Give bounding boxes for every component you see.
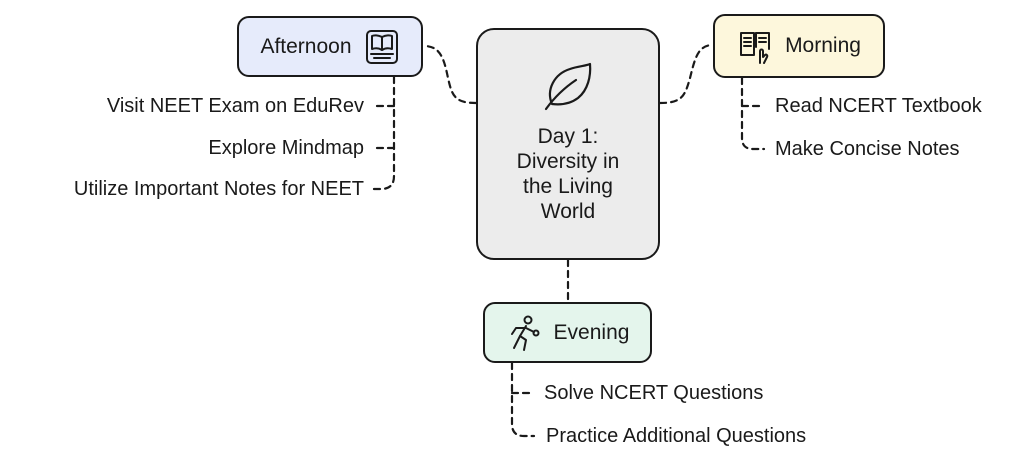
afternoon-item-2: Explore Mindmap [208, 137, 364, 159]
morning-label: Morning [785, 34, 861, 57]
center-title: Day 1: Diversity in the Living World [516, 125, 620, 223]
reading-icon [737, 27, 775, 65]
afternoon-label: Afternoon [260, 34, 352, 58]
evening-node: Evening [483, 302, 652, 363]
morning-item-1: Read NCERT Textbook [775, 95, 982, 117]
connector-morning-items [740, 76, 766, 151]
afternoon-node: Afternoon [237, 16, 423, 77]
evening-item-1: Solve NCERT Questions [544, 382, 764, 404]
morning-item-2: Make Concise Notes [775, 138, 960, 160]
connector-center-morning [658, 43, 715, 105]
exercise-icon [506, 314, 542, 352]
connector-afternoon-items [368, 75, 396, 191]
afternoon-item-1: Visit NEET Exam on EduRev [106, 95, 364, 117]
leaf-icon [540, 60, 596, 112]
evening-label: Evening [553, 320, 630, 344]
afternoon-item-3: Utilize Important Notes for NEET [73, 178, 364, 200]
morning-node: Morning [713, 14, 885, 78]
center-node: Day 1: Diversity in the Living World [476, 28, 660, 260]
connector-center-afternoon [422, 44, 478, 105]
evening-item-2: Practice Additional Questions [546, 425, 807, 447]
book-icon [364, 29, 400, 65]
connector-evening-items [510, 361, 536, 438]
